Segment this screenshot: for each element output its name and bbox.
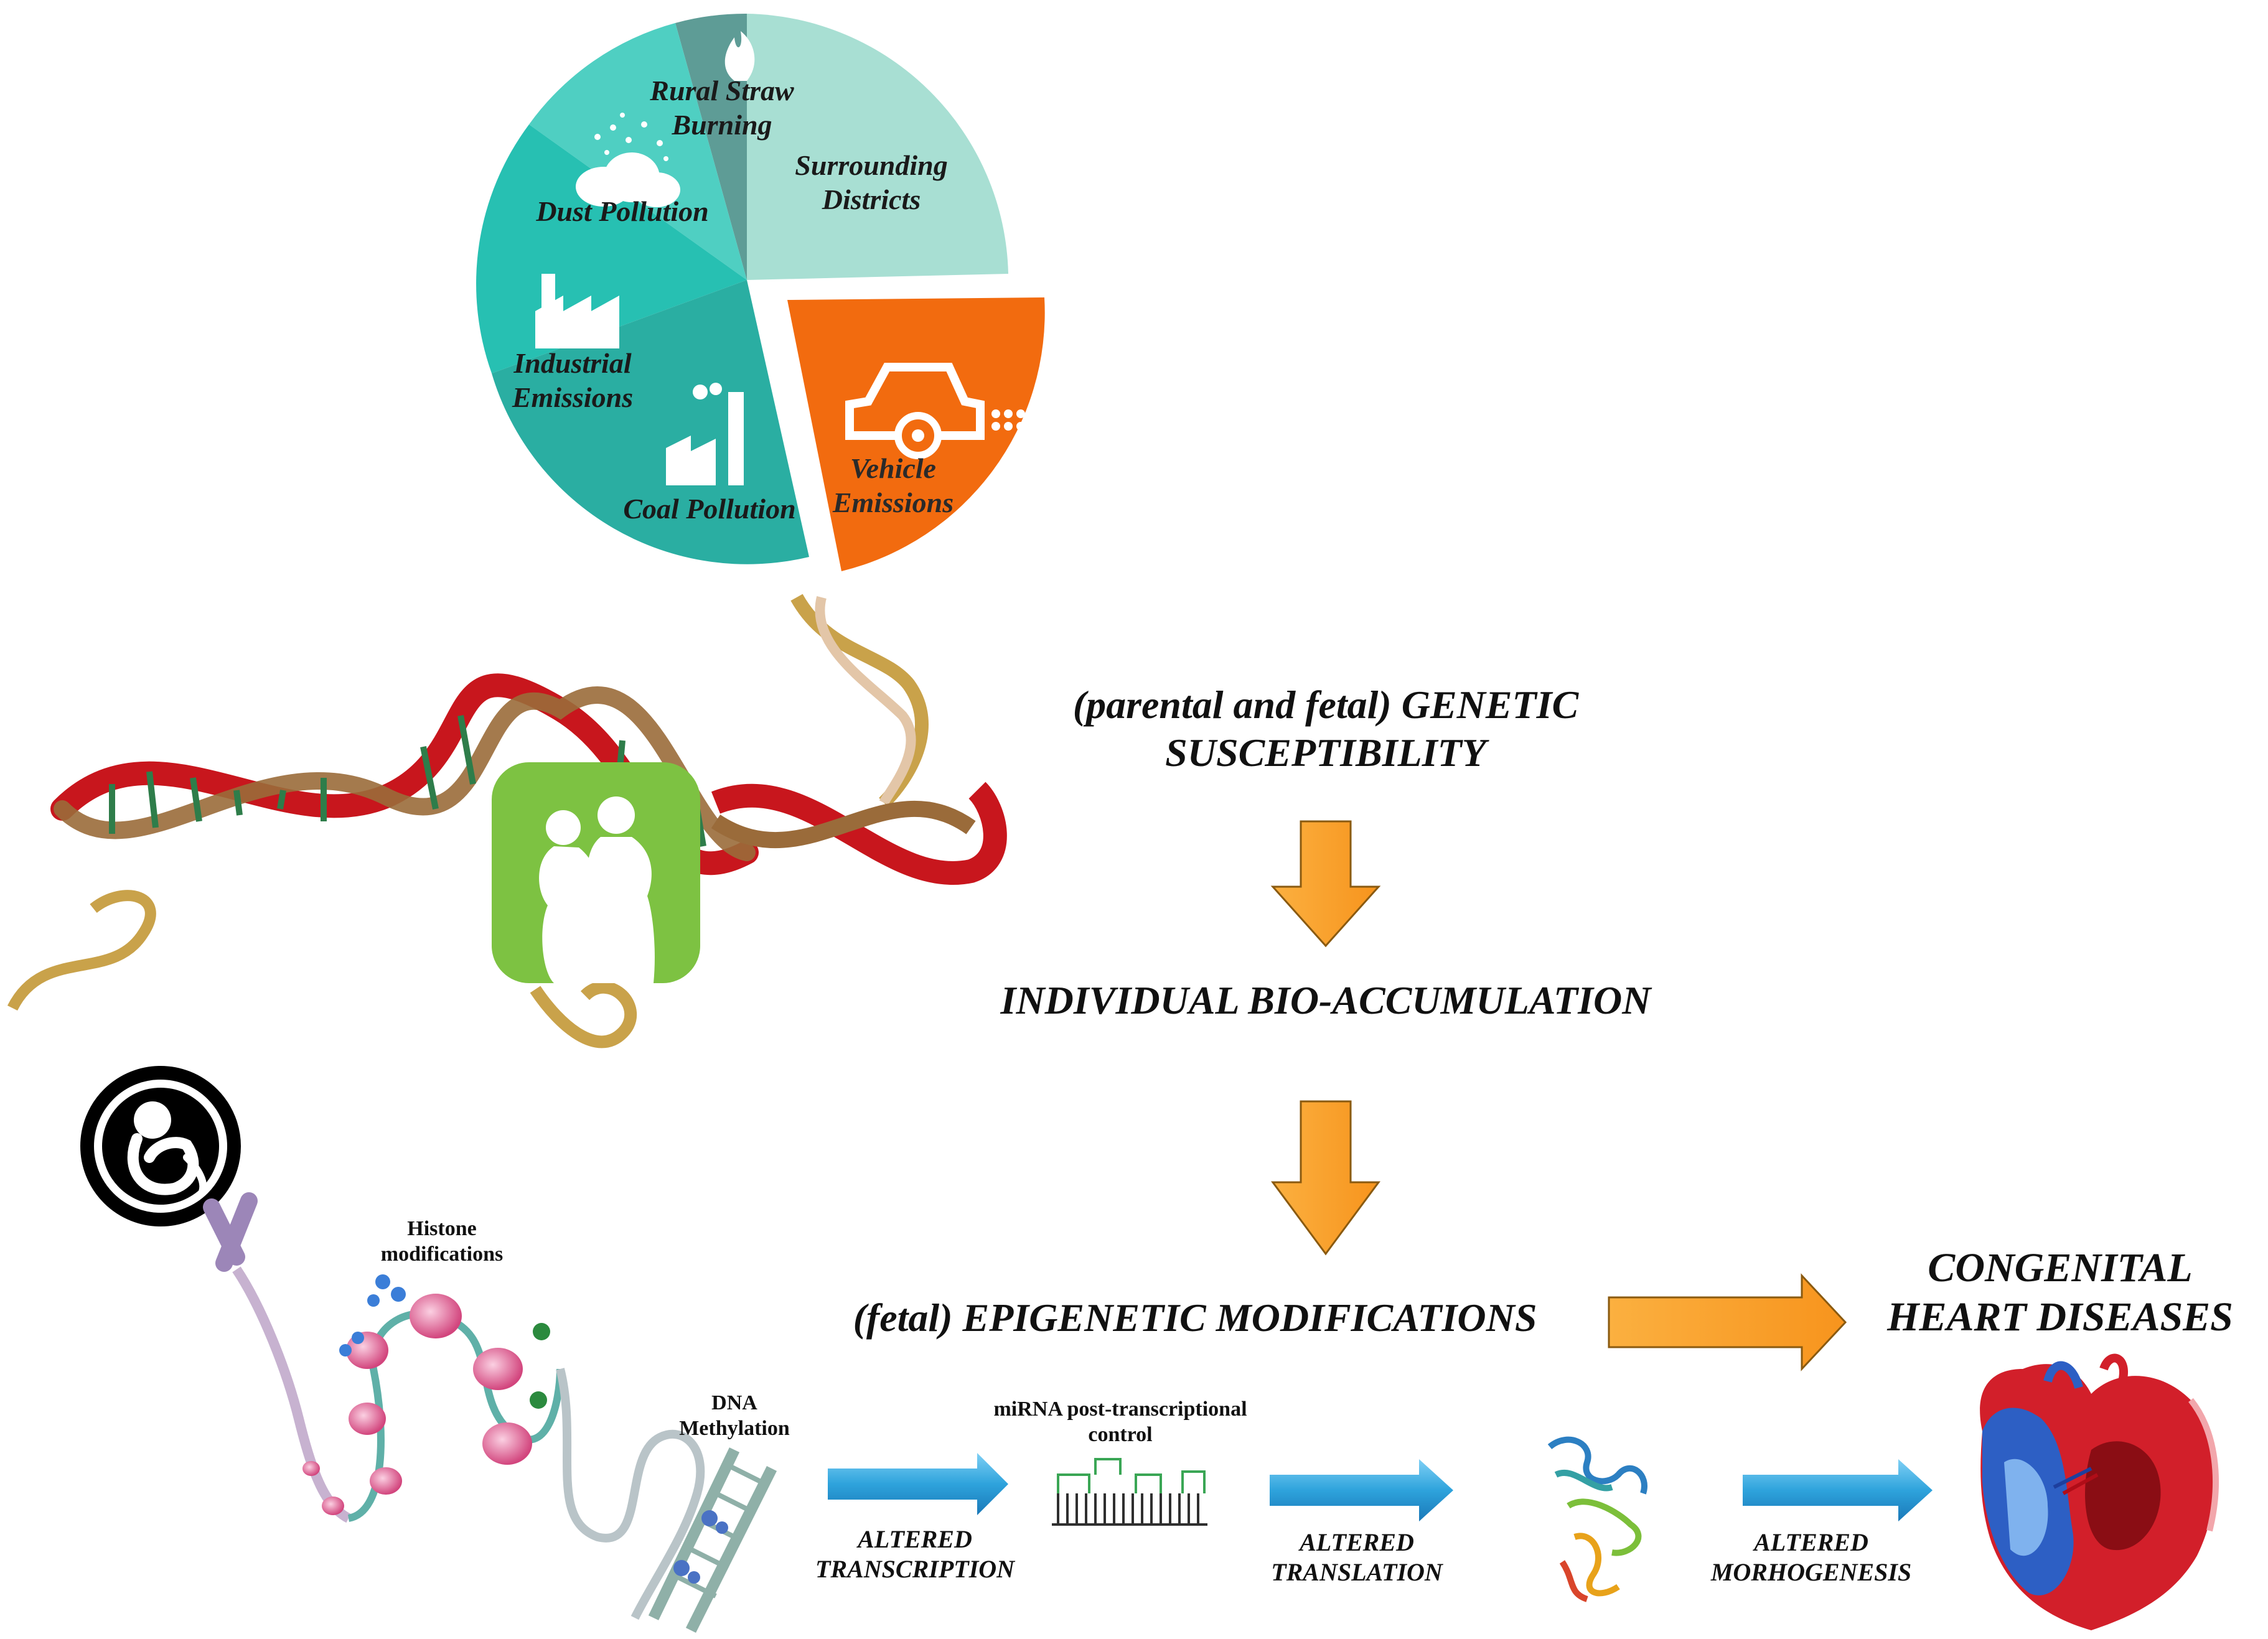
arrow-altered-transcription — [828, 1453, 1008, 1515]
pie-slice-rural-straw-burning — [675, 13, 747, 281]
chd-line2: HEART DISEASES — [1887, 1294, 2233, 1340]
arrow-altered-translation — [1270, 1459, 1453, 1521]
heart-illustration — [1980, 1353, 2219, 1630]
pie-label-industrial-line1: Industrial — [513, 347, 632, 379]
genetic-susceptibility-line1: (parental and fetal) GENETIC — [1072, 683, 1579, 727]
pie-label-vehicle-line2: Emissions — [832, 487, 954, 519]
bio-accumulation-text: INDIVIDUAL BIO-ACCUMULATION — [1000, 978, 1651, 1022]
car-icon — [845, 363, 1038, 459]
pie-label-vehicle-emissions: Vehicle Emissions — [812, 451, 974, 520]
translation-line2: TRANSLATION — [1271, 1558, 1443, 1586]
parents-icon — [492, 762, 700, 983]
arrow-bioaccumulation-to-epigenetic — [1271, 1100, 1380, 1256]
pollution-sources-pie — [476, 13, 1045, 571]
pie-slice-coal-pollution — [492, 280, 809, 564]
chd-line1: CONGENITAL — [1928, 1245, 2193, 1291]
dna-line1: DNA — [711, 1391, 757, 1414]
histone-line1: Histone — [407, 1217, 477, 1240]
nucleosomes — [302, 1294, 532, 1515]
altered-transcription-label: ALTERED TRANSCRIPTION — [790, 1525, 1039, 1584]
genetic-susceptibility-label: (parental and fetal) GENETIC SUSCEPTIBIL… — [1008, 681, 1643, 777]
mirna-line2: control — [1088, 1422, 1153, 1446]
arrow-genetic-to-bioaccumulation — [1270, 820, 1381, 948]
altered-translation-label: ALTERED TRANSLATION — [1251, 1528, 1463, 1587]
dna-methylation-label: DNA Methylation — [654, 1391, 815, 1442]
congenital-heart-diseases-label: CONGENITAL HEART DISEASES — [1855, 1243, 2266, 1342]
bio-accumulation-label: INDIVIDUAL BIO-ACCUMULATION — [934, 977, 1718, 1025]
pie-slice-dust-pollution — [529, 23, 747, 280]
altered-morphogenesis-label: ALTERED MORHOGENESIS — [1693, 1528, 1929, 1587]
mirna-line1: miRNA post-transcriptional — [993, 1398, 1247, 1421]
pie-label-surrounding-districts: Surrounding Districts — [766, 148, 977, 217]
histone-line2: modifications — [380, 1242, 504, 1266]
epigenetic-modifications-label: (fetal) EPIGENETIC MODIFICATIONS — [803, 1294, 1587, 1342]
mirna-control-label: miRNA post-transcriptional control — [952, 1397, 1288, 1448]
pie-label-coal-pollution: Coal Pollution — [607, 492, 812, 526]
epigenetic-modifications-text: (fetal) EPIGENETIC MODIFICATIONS — [853, 1296, 1537, 1340]
pie-label-dust-text: Dust Pollution — [536, 195, 709, 227]
pie-label-coal-text: Coal Pollution — [623, 493, 796, 525]
transcription-line2: TRANSCRIPTION — [815, 1555, 1015, 1583]
pie-label-surrounding-line2: Districts — [822, 184, 921, 216]
fire-icon — [724, 31, 755, 81]
morphogenesis-line2: MORHOGENESIS — [1710, 1558, 1912, 1586]
pie-label-dust-pollution: Dust Pollution — [510, 194, 734, 228]
pie-label-vehicle-line1: Vehicle — [850, 452, 936, 484]
fetus-icon — [80, 1066, 241, 1226]
chromatin-illustration — [203, 1192, 777, 1633]
dna-line2: Methylation — [679, 1416, 790, 1440]
pie-label-industrial-emissions: Industrial Emissions — [479, 346, 666, 414]
pie-label-surrounding-line1: Surrounding — [795, 149, 948, 181]
pie-label-rural-line1: Rural Straw — [650, 75, 794, 106]
genetic-susceptibility-line2: SUSCEPTIBILITY — [1165, 730, 1486, 775]
morphogenesis-line1: ALTERED — [1754, 1528, 1868, 1556]
power-plant-icon — [666, 383, 744, 485]
pie-slice-surrounding-districts — [747, 14, 1008, 280]
transcription-line1: ALTERED — [858, 1525, 972, 1553]
dust-cloud-icon — [576, 113, 680, 207]
pie-label-rural-straw-burning: Rural Straw Burning — [629, 73, 815, 142]
translation-line1: ALTERED — [1300, 1528, 1414, 1556]
arrow-altered-morphogenesis — [1743, 1459, 1933, 1521]
pie-label-rural-line2: Burning — [672, 109, 772, 141]
factory-icon — [535, 274, 619, 348]
pie-label-industrial-line2: Emissions — [512, 381, 634, 414]
mirna-illustration — [1052, 1458, 1207, 1526]
arrow-epigenetic-to-chd — [1608, 1273, 1847, 1371]
protein-structure-icon — [1547, 1436, 1647, 1602]
histone-modifications-label: Histone modifications — [349, 1216, 535, 1268]
